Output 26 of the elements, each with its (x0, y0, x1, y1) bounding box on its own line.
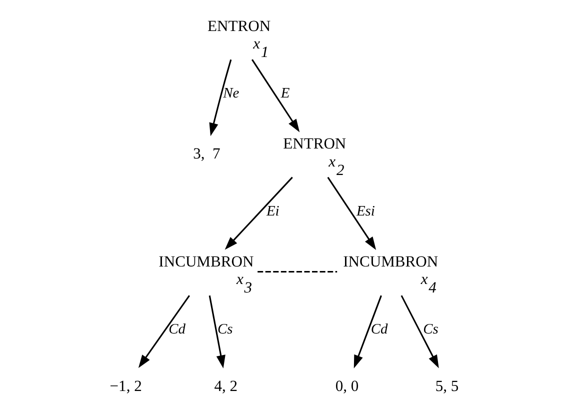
edge-label: Cs (422, 321, 438, 338)
node-text: INCUMBRON (342, 253, 438, 270)
edge-label: Esi (356, 204, 374, 220)
edge-label: E (280, 86, 290, 102)
arrow (208, 295, 225, 368)
arrow (208, 59, 232, 136)
connector (257, 270, 337, 272)
arrow (224, 176, 292, 250)
arrow (353, 295, 382, 368)
node-text: 3, 7 (192, 146, 220, 163)
node-text: −1, 2 (109, 378, 142, 395)
node-text: 5, 5 (434, 378, 458, 395)
arrow (250, 59, 300, 132)
edge-label: Ei (266, 204, 279, 220)
edge-label: Cd (370, 321, 388, 338)
edge-label: Cd (168, 321, 186, 338)
node-text: ENTRON (282, 136, 346, 153)
node-text: ENTRON (207, 18, 270, 35)
edge-label: Cs (217, 321, 232, 338)
arrow (326, 176, 376, 250)
node-text: INCUMBRON (158, 253, 254, 270)
arrow (138, 295, 190, 368)
edge-label: Ne (222, 86, 239, 102)
node-text: 4, 2 (214, 378, 238, 395)
arrow (400, 295, 438, 368)
node-text: 0, 0 (334, 378, 358, 395)
